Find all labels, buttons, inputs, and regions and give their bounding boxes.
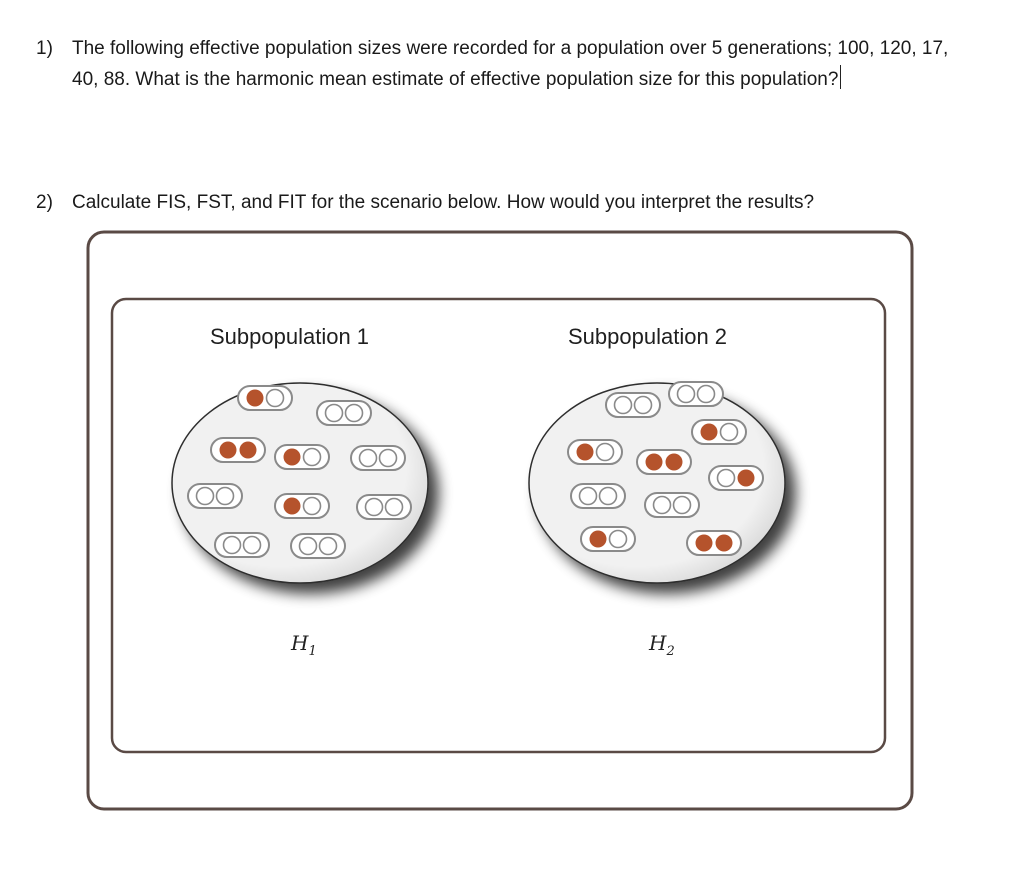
question-2-text: Calculate FIS, FST, and FIT for the scen… xyxy=(72,192,815,213)
genotype-individual xyxy=(708,465,764,491)
colored-allele xyxy=(700,423,718,441)
open-allele xyxy=(384,497,404,517)
open-allele xyxy=(578,486,598,506)
genotype-individual xyxy=(316,400,372,426)
genotype-individual xyxy=(237,385,293,411)
genotype-individual xyxy=(691,419,747,445)
open-allele xyxy=(595,442,615,462)
colored-allele xyxy=(576,443,594,461)
open-allele xyxy=(719,422,739,442)
open-allele xyxy=(633,395,653,415)
genotype-individual xyxy=(668,381,724,407)
genotype-individual xyxy=(274,444,330,470)
open-allele xyxy=(613,395,633,415)
open-allele xyxy=(672,495,692,515)
genotype-individual xyxy=(686,530,742,556)
open-allele xyxy=(716,468,736,488)
open-allele xyxy=(195,486,215,506)
genotype-individual xyxy=(605,392,661,418)
colored-allele xyxy=(283,497,301,515)
colored-allele xyxy=(246,389,264,407)
open-allele xyxy=(344,403,364,423)
colored-allele xyxy=(695,534,713,552)
question-1-number: 1) xyxy=(36,38,53,59)
genotype-individual xyxy=(636,449,692,475)
colored-allele xyxy=(219,441,237,459)
genotype-individual xyxy=(214,532,270,558)
open-allele xyxy=(324,403,344,423)
open-allele xyxy=(302,447,322,467)
subpopulations-frame xyxy=(110,297,887,754)
colored-allele xyxy=(715,534,733,552)
genotype-individual xyxy=(210,437,266,463)
subpopulation-1-title: Subpopulation 1 xyxy=(210,324,369,349)
subpopulation-1-genotypes xyxy=(187,385,412,559)
genotype-individual xyxy=(567,439,623,465)
total-population-frame xyxy=(86,230,914,811)
open-allele xyxy=(298,536,318,556)
open-allele xyxy=(358,448,378,468)
open-allele xyxy=(608,529,628,549)
open-allele xyxy=(378,448,398,468)
open-allele xyxy=(364,497,384,517)
open-allele xyxy=(265,388,285,408)
colored-allele xyxy=(665,453,683,471)
colored-allele xyxy=(737,469,755,487)
text-cursor xyxy=(840,65,842,89)
question-1-text: The following effective population sizes… xyxy=(72,38,949,90)
question-2-number: 2) xyxy=(36,192,53,213)
genotype-individual xyxy=(350,445,406,471)
open-allele xyxy=(302,496,322,516)
colored-allele xyxy=(283,448,301,466)
open-allele xyxy=(598,486,618,506)
subpopulation-2-title: Subpopulation 2 xyxy=(568,324,727,349)
h2-label: H2 xyxy=(648,631,675,659)
question-2: 2) Calculate FIS, FST, and FIT for the s… xyxy=(36,187,996,218)
genotype-individual xyxy=(580,526,636,552)
genotype-individual xyxy=(644,492,700,518)
genotype-individual xyxy=(274,493,330,519)
open-allele xyxy=(222,535,242,555)
open-allele xyxy=(652,495,672,515)
question-1: 1) The following effective population si… xyxy=(36,33,996,133)
colored-allele xyxy=(589,530,607,548)
open-allele xyxy=(215,486,235,506)
colored-allele xyxy=(239,441,257,459)
h1-label: H1 xyxy=(290,631,317,659)
genotype-individual xyxy=(187,483,243,509)
open-allele xyxy=(318,536,338,556)
subpopulation-2-genotypes xyxy=(567,381,764,556)
genotype-individual xyxy=(290,533,346,559)
genotype-individual xyxy=(570,483,626,509)
colored-allele xyxy=(645,453,663,471)
open-allele xyxy=(696,384,716,404)
open-allele xyxy=(676,384,696,404)
open-allele xyxy=(242,535,262,555)
question-1-text-block[interactable]: The following effective population sizes… xyxy=(72,33,972,95)
genotype-individual xyxy=(356,494,412,520)
